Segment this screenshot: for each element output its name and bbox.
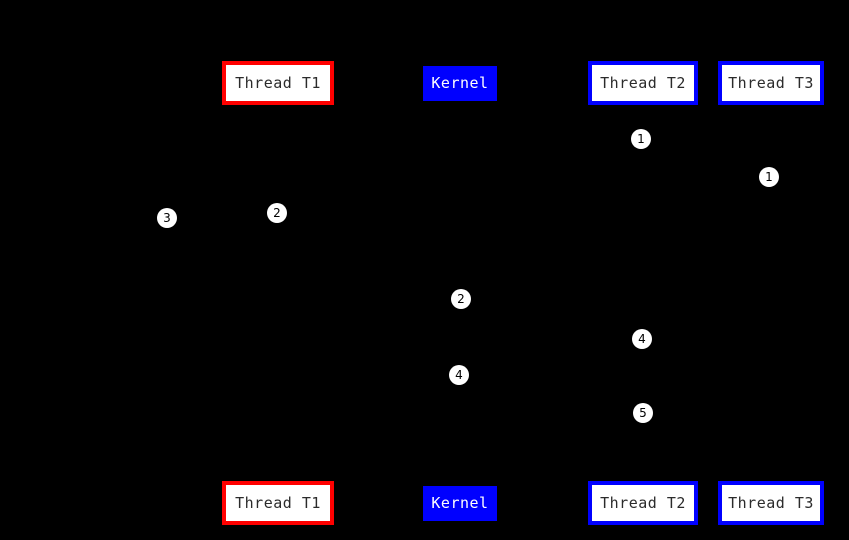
participant-label: Kernel bbox=[431, 494, 489, 512]
step-t2-1: 1 bbox=[631, 129, 651, 149]
participant-t3-bottom[interactable]: Thread T3 bbox=[718, 481, 824, 525]
participant-t2-bottom[interactable]: Thread T2 bbox=[588, 481, 698, 525]
participant-kernel[interactable]: Kernel bbox=[423, 66, 497, 101]
participant-t2[interactable]: Thread T2 bbox=[588, 61, 698, 105]
participant-label: Thread T1 bbox=[235, 493, 321, 512]
participant-label: Thread T3 bbox=[728, 493, 814, 512]
step-kernel-2: 2 bbox=[451, 289, 471, 309]
participant-label: Thread T2 bbox=[600, 73, 686, 92]
step-kernel-4: 4 bbox=[449, 365, 469, 385]
participant-label: Thread T3 bbox=[728, 73, 814, 92]
participant-label: Thread T2 bbox=[600, 493, 686, 512]
step-t1-3: 3 bbox=[157, 208, 177, 228]
participant-t1-bottom[interactable]: Thread T1 bbox=[222, 481, 334, 525]
participant-t1[interactable]: Thread T1 bbox=[222, 61, 334, 105]
participant-t3[interactable]: Thread T3 bbox=[718, 61, 824, 105]
lifeline-t1 bbox=[278, 105, 279, 481]
participant-label: Kernel bbox=[431, 74, 489, 92]
step-t3-1: 1 bbox=[759, 167, 779, 187]
step-t2-5: 5 bbox=[633, 403, 653, 423]
step-t2-4: 4 bbox=[632, 329, 652, 349]
participant-label: Thread T1 bbox=[235, 73, 321, 92]
lifeline-t3 bbox=[771, 105, 772, 481]
step-t1-2: 2 bbox=[267, 203, 287, 223]
lifeline-t2 bbox=[643, 105, 644, 481]
participant-kernel-bottom[interactable]: Kernel bbox=[423, 486, 497, 521]
